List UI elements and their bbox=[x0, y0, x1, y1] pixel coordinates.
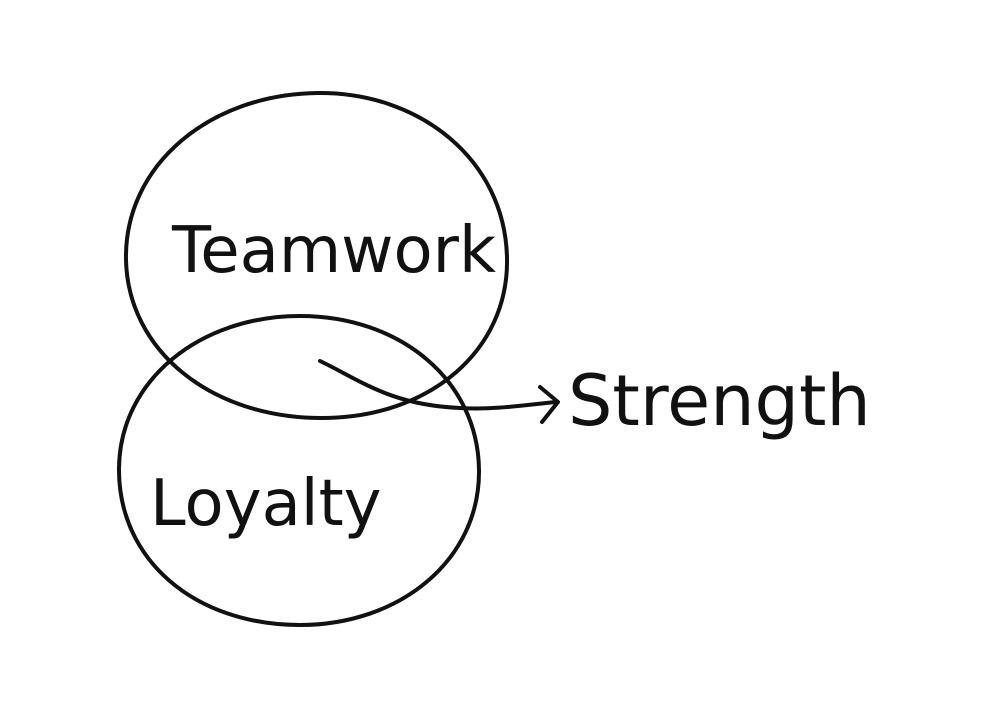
loyalty-circle bbox=[116, 314, 482, 627]
intersection-arrow bbox=[318, 359, 558, 411]
teamwork-circle bbox=[123, 90, 510, 420]
strength-label: Strength bbox=[568, 360, 871, 442]
teamwork-label: Teamwork bbox=[171, 214, 496, 288]
loyalty-label: Loyalty bbox=[150, 467, 382, 541]
arrow-head bbox=[538, 385, 560, 424]
